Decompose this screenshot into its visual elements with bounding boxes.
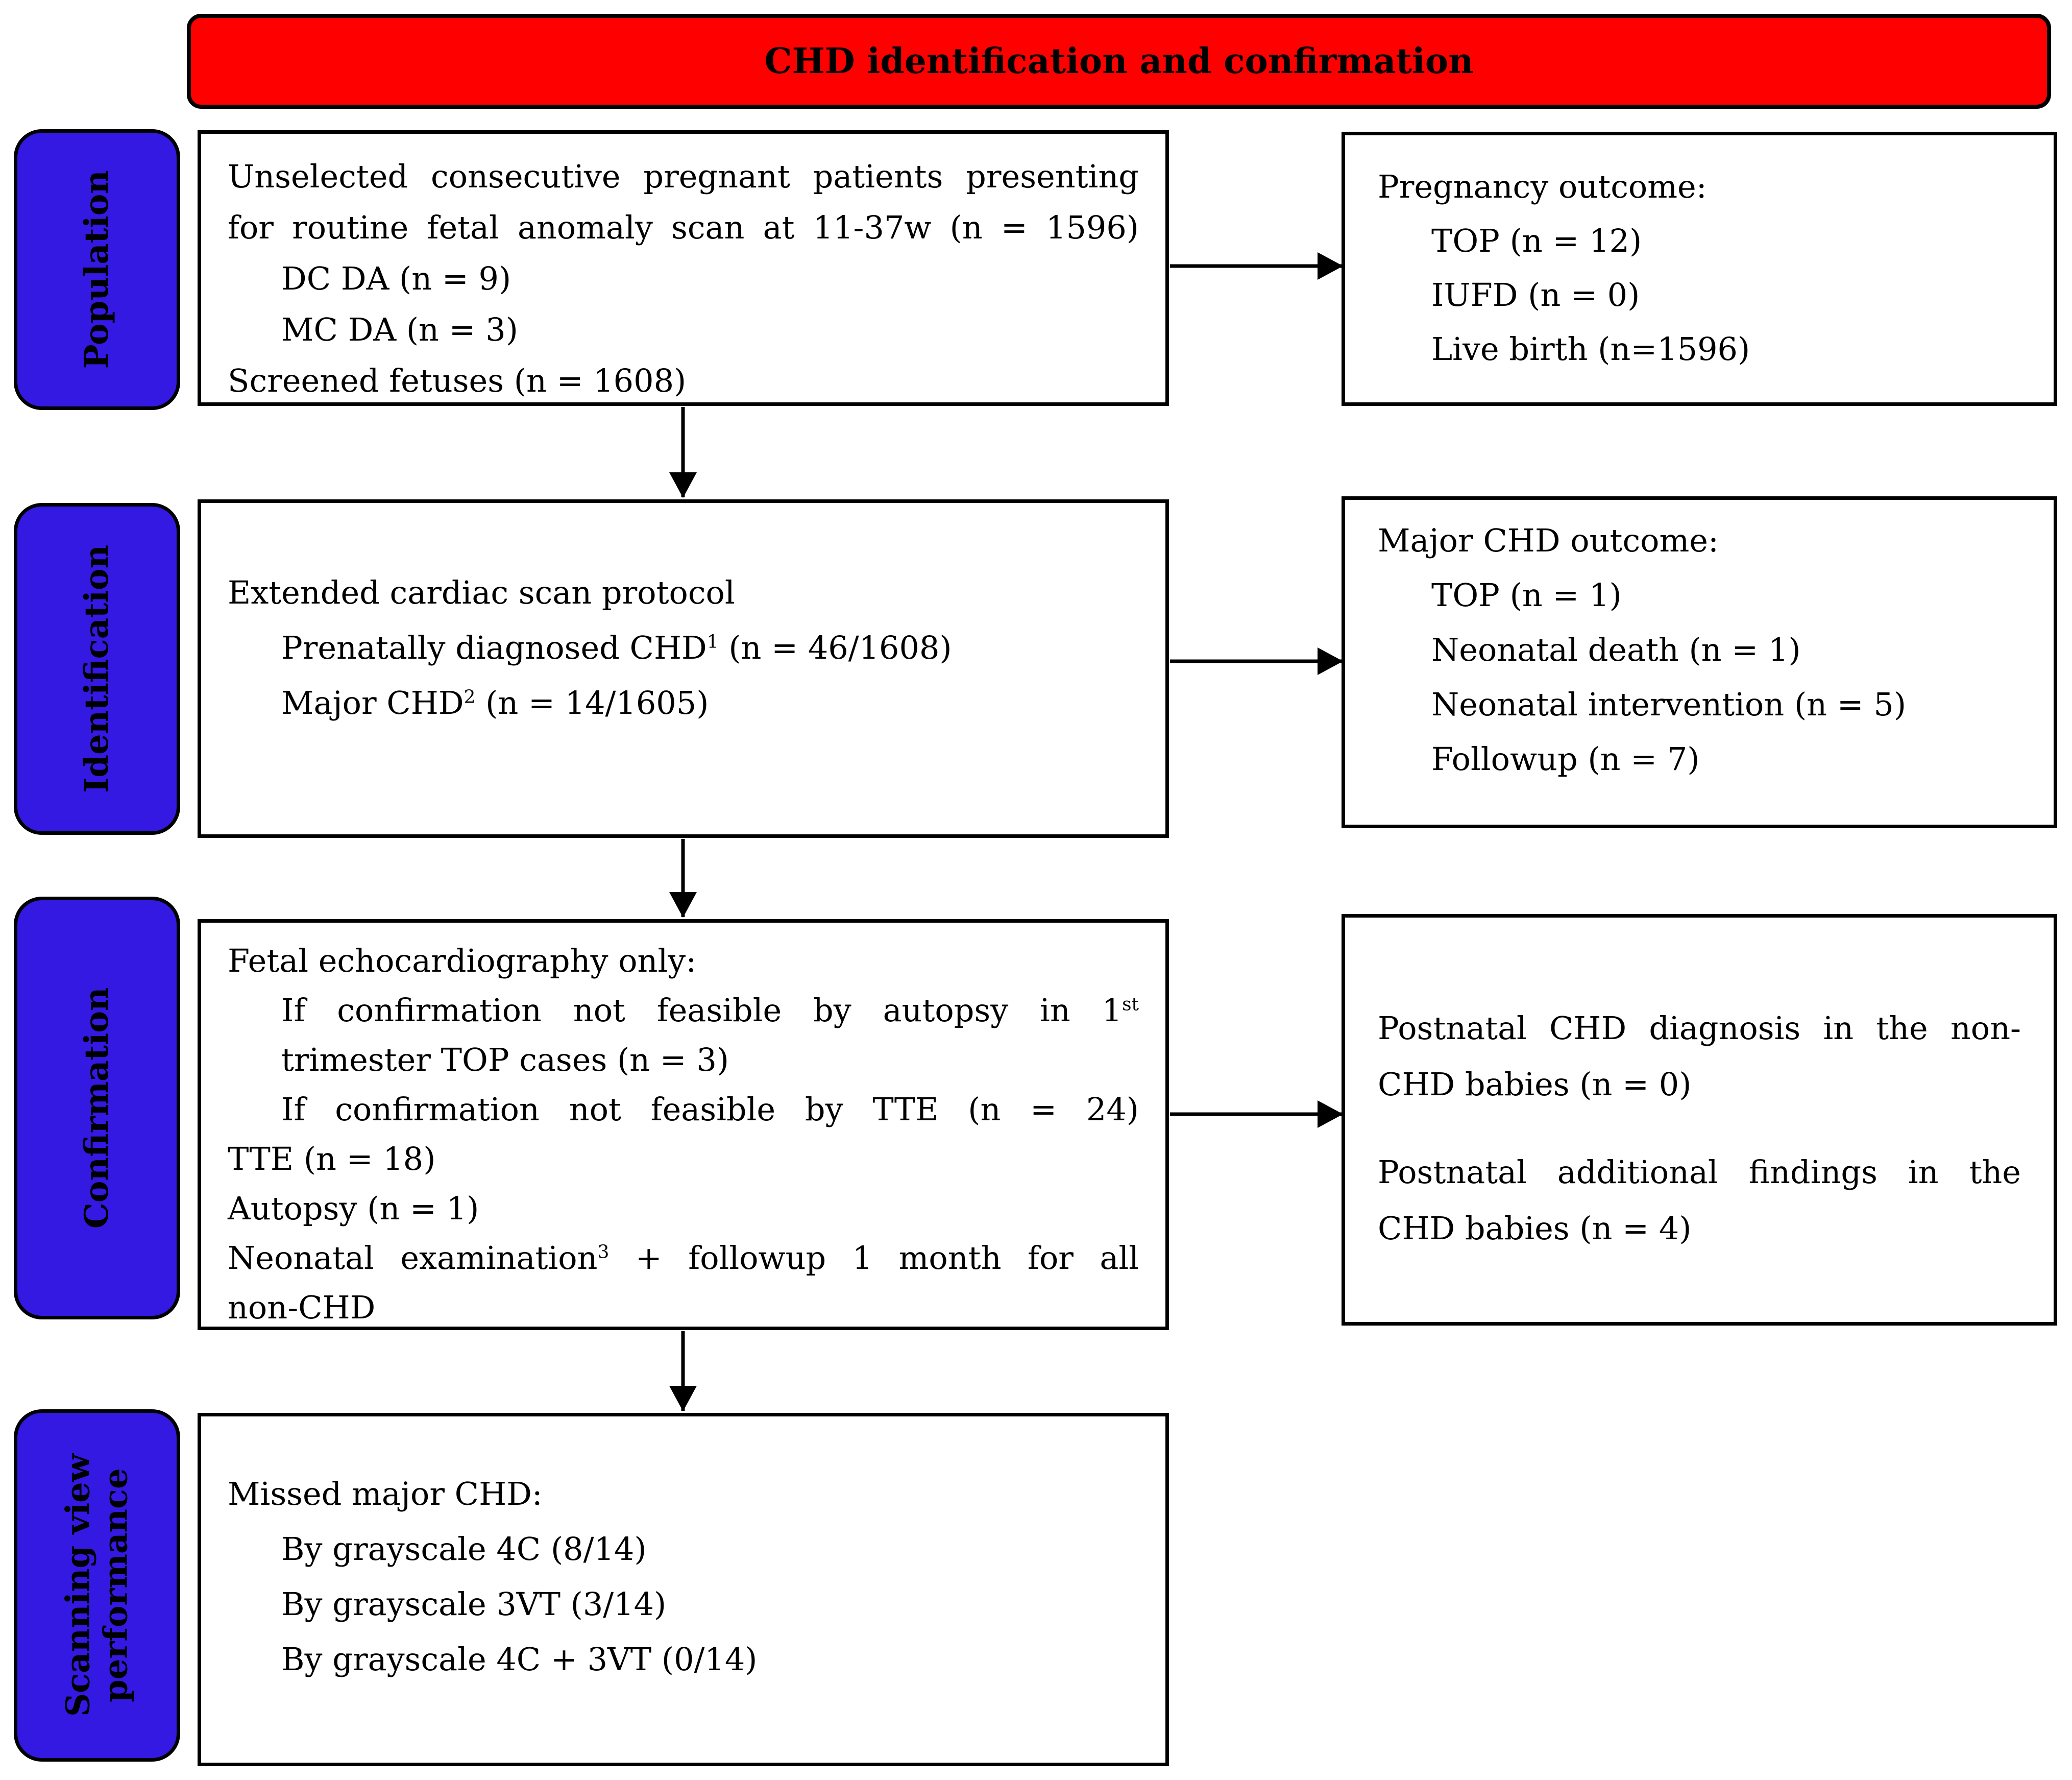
flow-line: DC DA (n = 9): [281, 260, 511, 297]
flow-line: Neonatal intervention (n = 5): [1431, 686, 1907, 723]
flow-line: Prenatally diagnosed CHD1 (n = 46/1608): [281, 629, 952, 666]
stage-population-label: Population: [78, 170, 116, 369]
flow-line: trimester TOP cases (n = 3): [281, 1041, 729, 1078]
major-chd-outcome-box: Major CHD outcome: TOP (n = 1) Neonatal …: [1342, 496, 2057, 828]
stage-confirmation: Confirmation: [14, 897, 180, 1319]
flow-line: Missed major CHD:: [228, 1475, 543, 1512]
flow-line: Autopsy (n = 1): [228, 1190, 479, 1227]
flow-line: Major CHD outcome:: [1378, 522, 1719, 559]
flow-line: Screened fetuses (n = 1608): [228, 362, 687, 399]
stage-scanning-view-performance: Scanning view performance: [14, 1409, 180, 1762]
title-banner-label: CHD identification and confirmation: [764, 41, 1474, 82]
stage-confirmation-label: Confirmation: [78, 987, 116, 1229]
flow-line: Unselected consecutive pregnant patients…: [228, 158, 1139, 195]
flow-line: By grayscale 4C (8/14): [281, 1530, 647, 1568]
flow-line: Neonatal death (n = 1): [1431, 631, 1801, 668]
population-box: Unselected consecutive pregnant patients…: [198, 130, 1169, 406]
flow-line: CHD babies (n = 0): [1378, 1066, 1692, 1103]
flow-line: Extended cardiac scan protocol: [228, 574, 735, 611]
flow-line: Postnatal additional findings in the: [1378, 1153, 2021, 1191]
flow-line: By grayscale 3VT (3/14): [281, 1585, 667, 1623]
stage-scanning-view-performance-label: Scanning view performance: [59, 1454, 135, 1717]
pregnancy-outcome-box: Pregnancy outcome: TOP (n = 12) IUFD (n …: [1342, 132, 2057, 406]
superscript: 3: [597, 1241, 610, 1263]
flow-line: CHD babies (n = 4): [1378, 1210, 1692, 1247]
postnatal-findings-box: Postnatal CHD diagnosis in the non- CHD …: [1342, 914, 2057, 1326]
flow-line: non-CHD: [228, 1289, 376, 1326]
identification-box: Extended cardiac scan protocol Prenatall…: [198, 499, 1169, 838]
flow-line: Followup (n = 7): [1431, 740, 1700, 778]
flow-line: Pregnancy outcome:: [1378, 168, 1707, 205]
flow-line: By grayscale 4C + 3VT (0/14): [281, 1641, 758, 1678]
flow-line: MC DA (n = 3): [281, 311, 518, 348]
superscript: 1: [706, 631, 719, 653]
superscript: st: [1122, 994, 1139, 1015]
title-banner: CHD identification and confirmation: [187, 14, 2051, 109]
flow-line: TOP (n = 12): [1431, 222, 1642, 259]
flow-line: Fetal echocardiography only:: [228, 942, 697, 979]
flow-line: Postnatal CHD diagnosis in the non-: [1378, 1009, 2021, 1047]
flow-line: TOP (n = 1): [1431, 576, 1622, 614]
stage-population: Population: [14, 129, 180, 410]
stage-identification-label: Identification: [78, 545, 116, 793]
flow-line: TTE (n = 18): [228, 1140, 436, 1177]
flow-line: Neonatal examination3 + followup 1 month…: [228, 1239, 1139, 1277]
superscript: 2: [464, 686, 476, 708]
flow-line: If confirmation not feasible by TTE (n =…: [281, 1091, 1139, 1128]
flow-line: Live birth (n=1596): [1431, 330, 1750, 368]
paragraph-spacer: [1378, 1113, 2021, 1144]
flow-line: IUFD (n = 0): [1431, 276, 1640, 314]
flow-line: Major CHD2 (n = 14/1605): [281, 684, 709, 721]
stage-identification: Identification: [14, 503, 180, 835]
flow-line: If confirmation not feasible by autopsy …: [281, 992, 1139, 1029]
scanning-view-performance-box: Missed major CHD: By grayscale 4C (8/14)…: [198, 1413, 1169, 1766]
confirmation-box: Fetal echocardiography only: If confirma…: [198, 919, 1169, 1330]
flow-line: for routine fetal anomaly scan at 11-37w…: [228, 209, 1139, 246]
